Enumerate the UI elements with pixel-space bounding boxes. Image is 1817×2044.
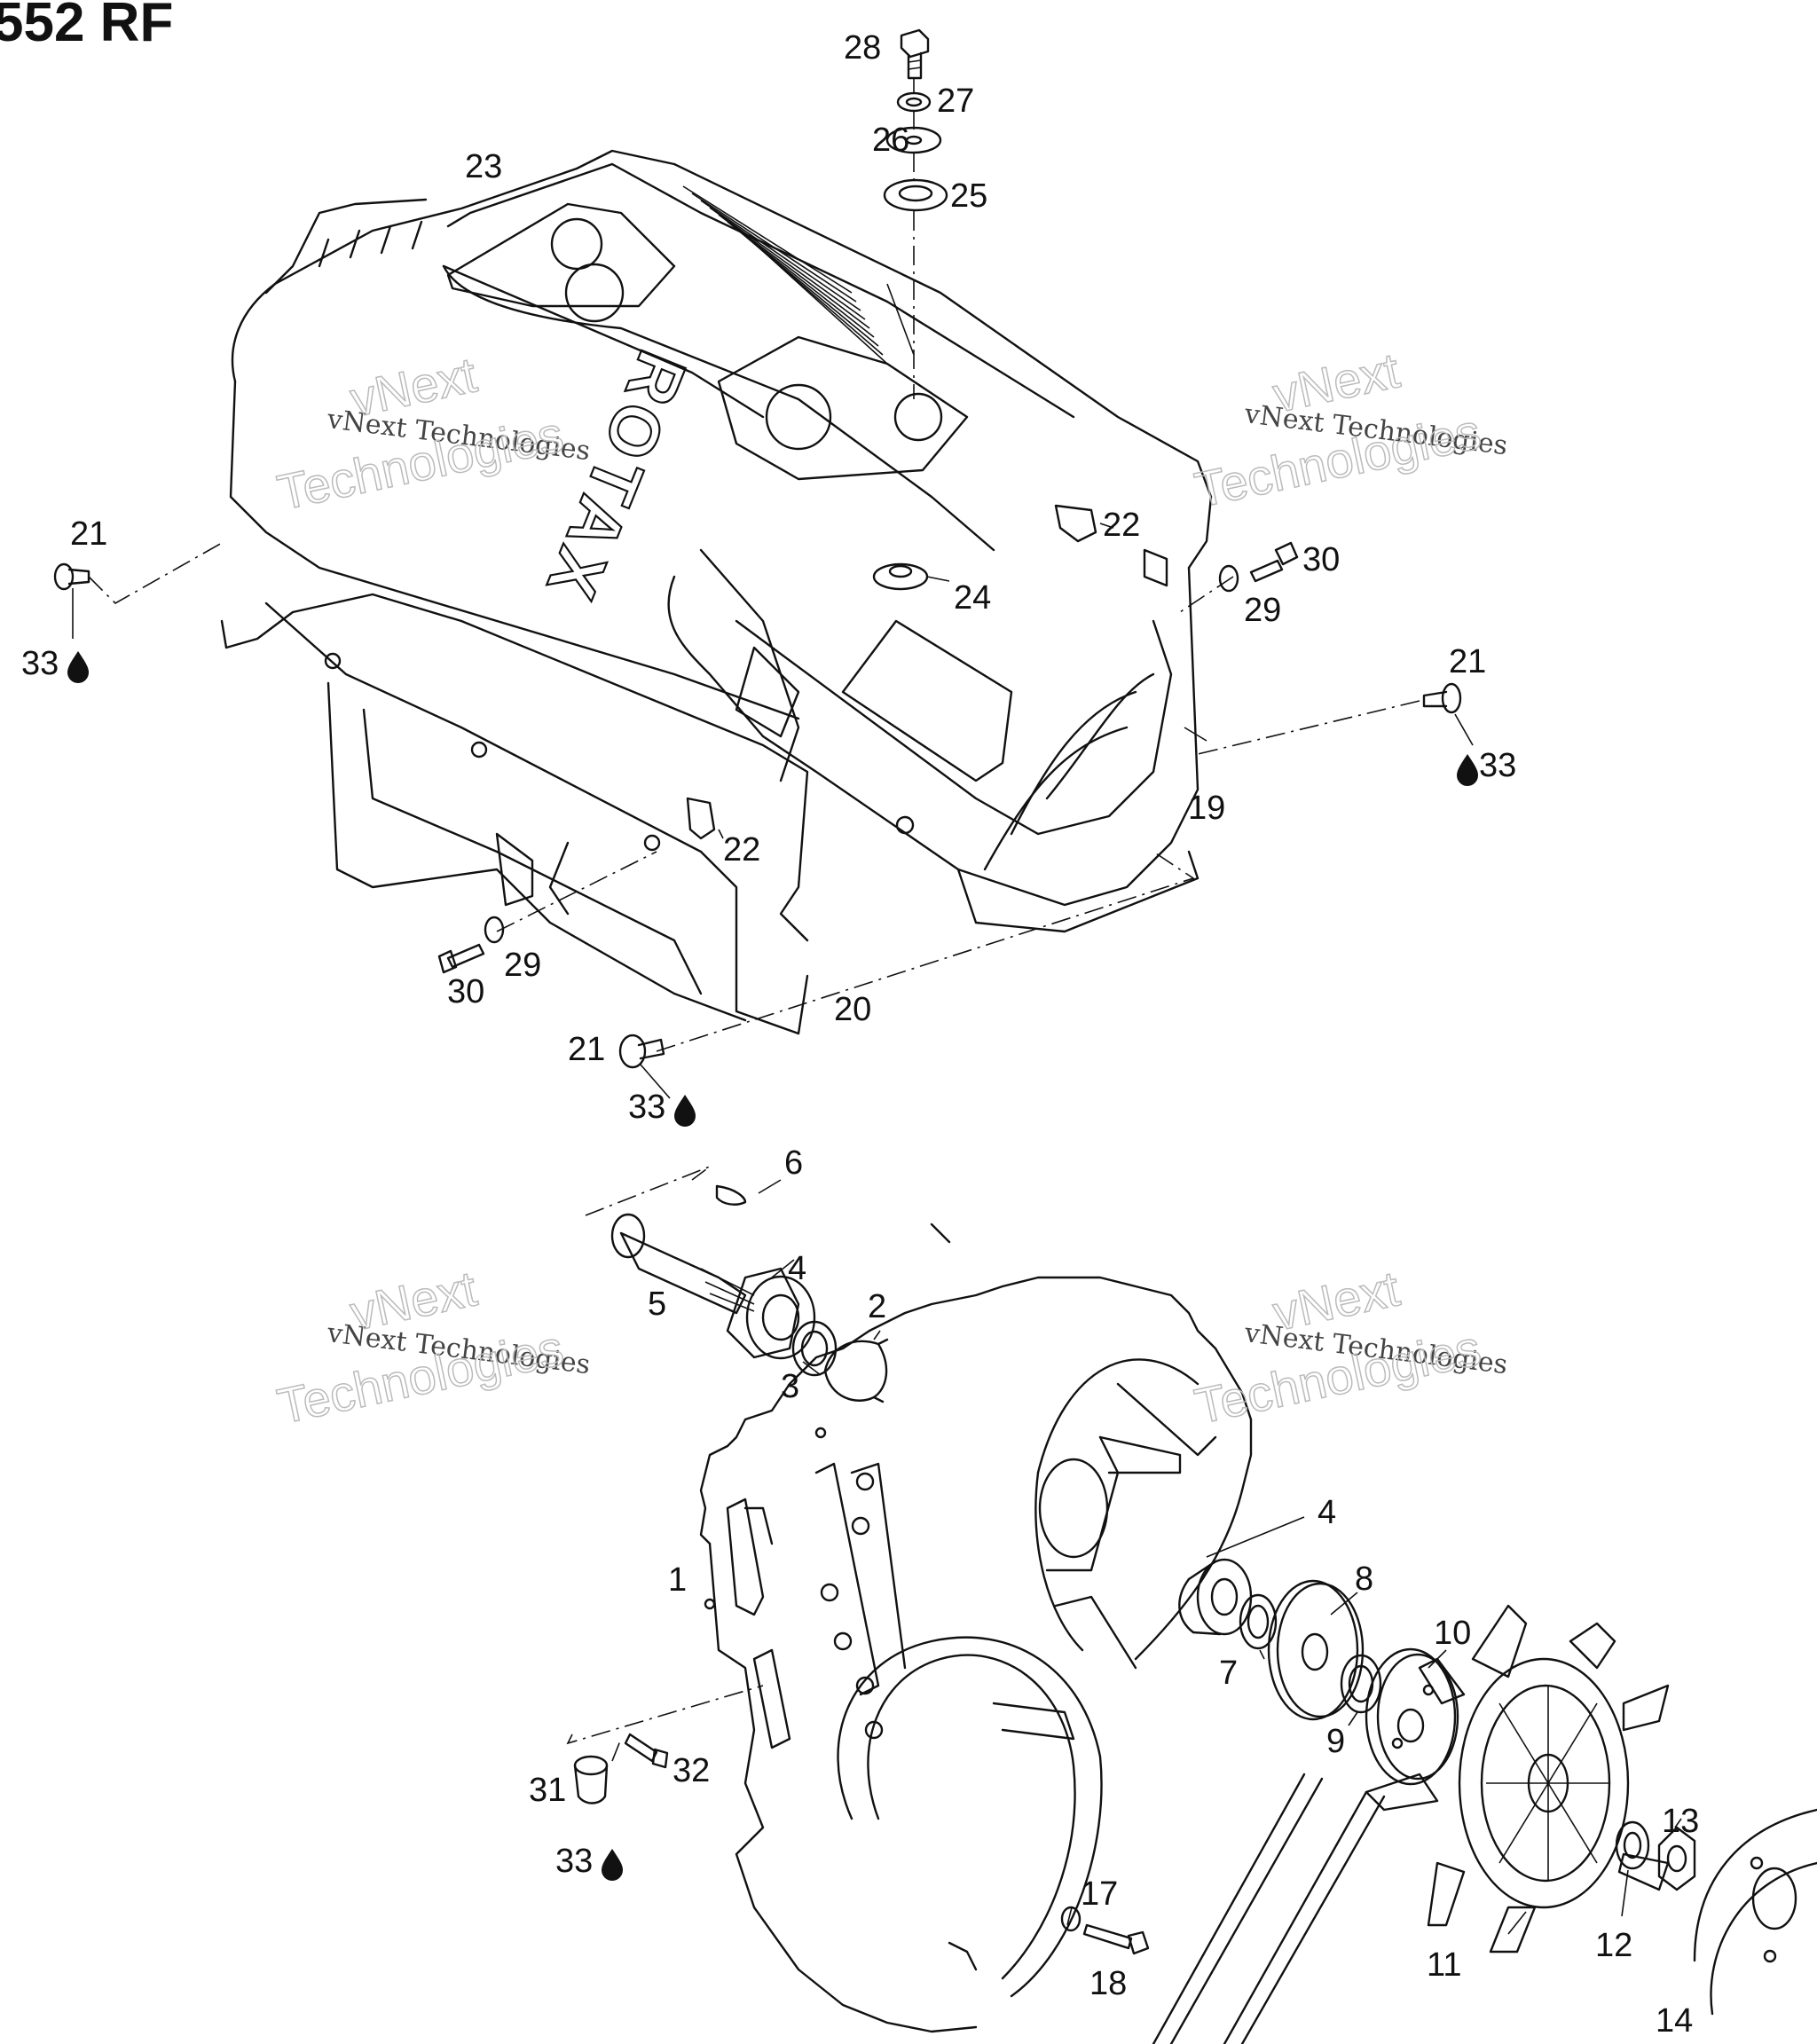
callout-25: 25 bbox=[950, 177, 987, 215]
air-duct-20 bbox=[220, 593, 809, 1035]
washer-17 bbox=[1060, 1906, 1082, 1932]
fan-11 bbox=[1365, 1604, 1670, 1954]
callout-8: 8 bbox=[1355, 1561, 1373, 1598]
callout-2: 2 bbox=[868, 1288, 886, 1325]
callout-22-lower: 22 bbox=[723, 831, 760, 869]
drop-icon bbox=[602, 1849, 623, 1881]
screw-32 bbox=[624, 1733, 669, 1769]
pulley-14 bbox=[1693, 1808, 1817, 2016]
callout-30-left: 30 bbox=[447, 973, 484, 1010]
clip-22-lower bbox=[686, 797, 716, 840]
callout-labels: 1 2 3 4 4 5 6 7 8 9 10 11 12 13 14 17 18… bbox=[21, 29, 1699, 2040]
bolt-28 bbox=[900, 28, 930, 80]
callout-21-right: 21 bbox=[1449, 643, 1486, 680]
screw-30-right bbox=[1249, 541, 1299, 583]
clip-22-upper bbox=[1054, 504, 1097, 543]
fan-housing-lower bbox=[699, 1222, 1253, 2033]
screw-30-left bbox=[437, 943, 485, 974]
callout-18: 18 bbox=[1089, 1965, 1127, 2002]
screw-21-lower bbox=[618, 1034, 665, 1069]
washer-12 bbox=[1615, 1820, 1650, 1870]
watermark-2: vNext Technologies vNext Technologies bbox=[1190, 342, 1509, 519]
grommet-25 bbox=[883, 178, 948, 212]
callout-33-left: 33 bbox=[21, 645, 59, 682]
callout-20: 20 bbox=[834, 991, 871, 1028]
callout-29-left: 29 bbox=[504, 947, 541, 984]
washer-29-right bbox=[1218, 564, 1239, 593]
callout-3: 3 bbox=[781, 1368, 799, 1405]
fan-housing-upper bbox=[229, 149, 1213, 933]
washer-29-left bbox=[484, 916, 505, 944]
callout-27: 27 bbox=[937, 83, 974, 120]
callout-12: 12 bbox=[1595, 1927, 1632, 1964]
callout-7: 7 bbox=[1219, 1655, 1238, 1692]
seal-3 bbox=[791, 1320, 838, 1377]
callout-24: 24 bbox=[954, 579, 991, 617]
callout-31: 31 bbox=[529, 1772, 566, 1809]
bearing-4-upper bbox=[726, 1267, 816, 1360]
drop-icon bbox=[67, 651, 89, 683]
callout-19: 19 bbox=[1188, 790, 1225, 827]
callout-23: 23 bbox=[465, 148, 502, 185]
page-title: 552 RF bbox=[0, 0, 173, 53]
callout-6: 6 bbox=[784, 1144, 803, 1182]
housing-lettering: ROTAX bbox=[531, 341, 702, 615]
alignment-lines bbox=[88, 78, 1420, 1762]
svg-text:vNext: vNext bbox=[345, 1260, 482, 1340]
callout-4-upper: 4 bbox=[788, 1250, 806, 1287]
grommet-31 bbox=[573, 1755, 609, 1804]
circlip-2 bbox=[823, 1338, 889, 1403]
callout-30-right: 30 bbox=[1302, 541, 1340, 578]
lock-washer-27 bbox=[896, 91, 932, 113]
callout-33-right: 33 bbox=[1479, 747, 1516, 784]
svg-text:vNext: vNext bbox=[345, 346, 482, 427]
screw-21-left bbox=[53, 562, 90, 591]
key-6 bbox=[715, 1184, 747, 1206]
seal-7 bbox=[1239, 1593, 1278, 1650]
svg-text:vNext: vNext bbox=[1268, 1260, 1404, 1340]
callout-26: 26 bbox=[872, 122, 909, 159]
watermark-1: vNext Technologies vNext Technologies bbox=[272, 346, 592, 522]
drop-icon bbox=[1457, 754, 1478, 786]
watermark-3: vNext Technologies vNext Technologies bbox=[272, 1260, 592, 1435]
screw-21-right bbox=[1422, 682, 1462, 714]
callout-33-mid: 33 bbox=[628, 1089, 665, 1126]
callout-10: 10 bbox=[1434, 1615, 1471, 1652]
svg-text:vNext: vNext bbox=[1268, 342, 1404, 422]
callout-22-upper: 22 bbox=[1103, 507, 1140, 544]
loctite-drop-icons bbox=[67, 651, 1478, 1881]
callout-17: 17 bbox=[1081, 1875, 1118, 1913]
watermark-4: vNext Technologies vNext Technologies bbox=[1190, 1260, 1509, 1435]
callout-21-left: 21 bbox=[70, 515, 107, 553]
leader-lines bbox=[72, 283, 1682, 1935]
callout-1: 1 bbox=[668, 1561, 687, 1599]
callout-33-lower: 33 bbox=[555, 1843, 593, 1880]
callout-14: 14 bbox=[1656, 2002, 1693, 2040]
callout-11: 11 bbox=[1427, 1946, 1461, 1984]
callout-28: 28 bbox=[844, 29, 881, 67]
callout-29-right: 29 bbox=[1244, 592, 1281, 629]
pulley-half-10 bbox=[1365, 1647, 1459, 1786]
pulley-half-8 bbox=[1267, 1579, 1365, 1721]
callout-4-lower: 4 bbox=[1318, 1494, 1336, 1531]
callout-9: 9 bbox=[1326, 1723, 1345, 1760]
drop-icon bbox=[674, 1095, 696, 1127]
belt bbox=[1152, 1773, 1386, 2044]
callout-21-lower: 21 bbox=[568, 1031, 605, 1068]
nut-13 bbox=[1657, 1826, 1696, 1891]
callout-5: 5 bbox=[648, 1285, 666, 1323]
fan-shaft-5 bbox=[610, 1213, 755, 1315]
callout-13: 13 bbox=[1662, 1803, 1699, 1840]
bolt-18 bbox=[1082, 1923, 1150, 1955]
callout-32: 32 bbox=[673, 1752, 710, 1789]
